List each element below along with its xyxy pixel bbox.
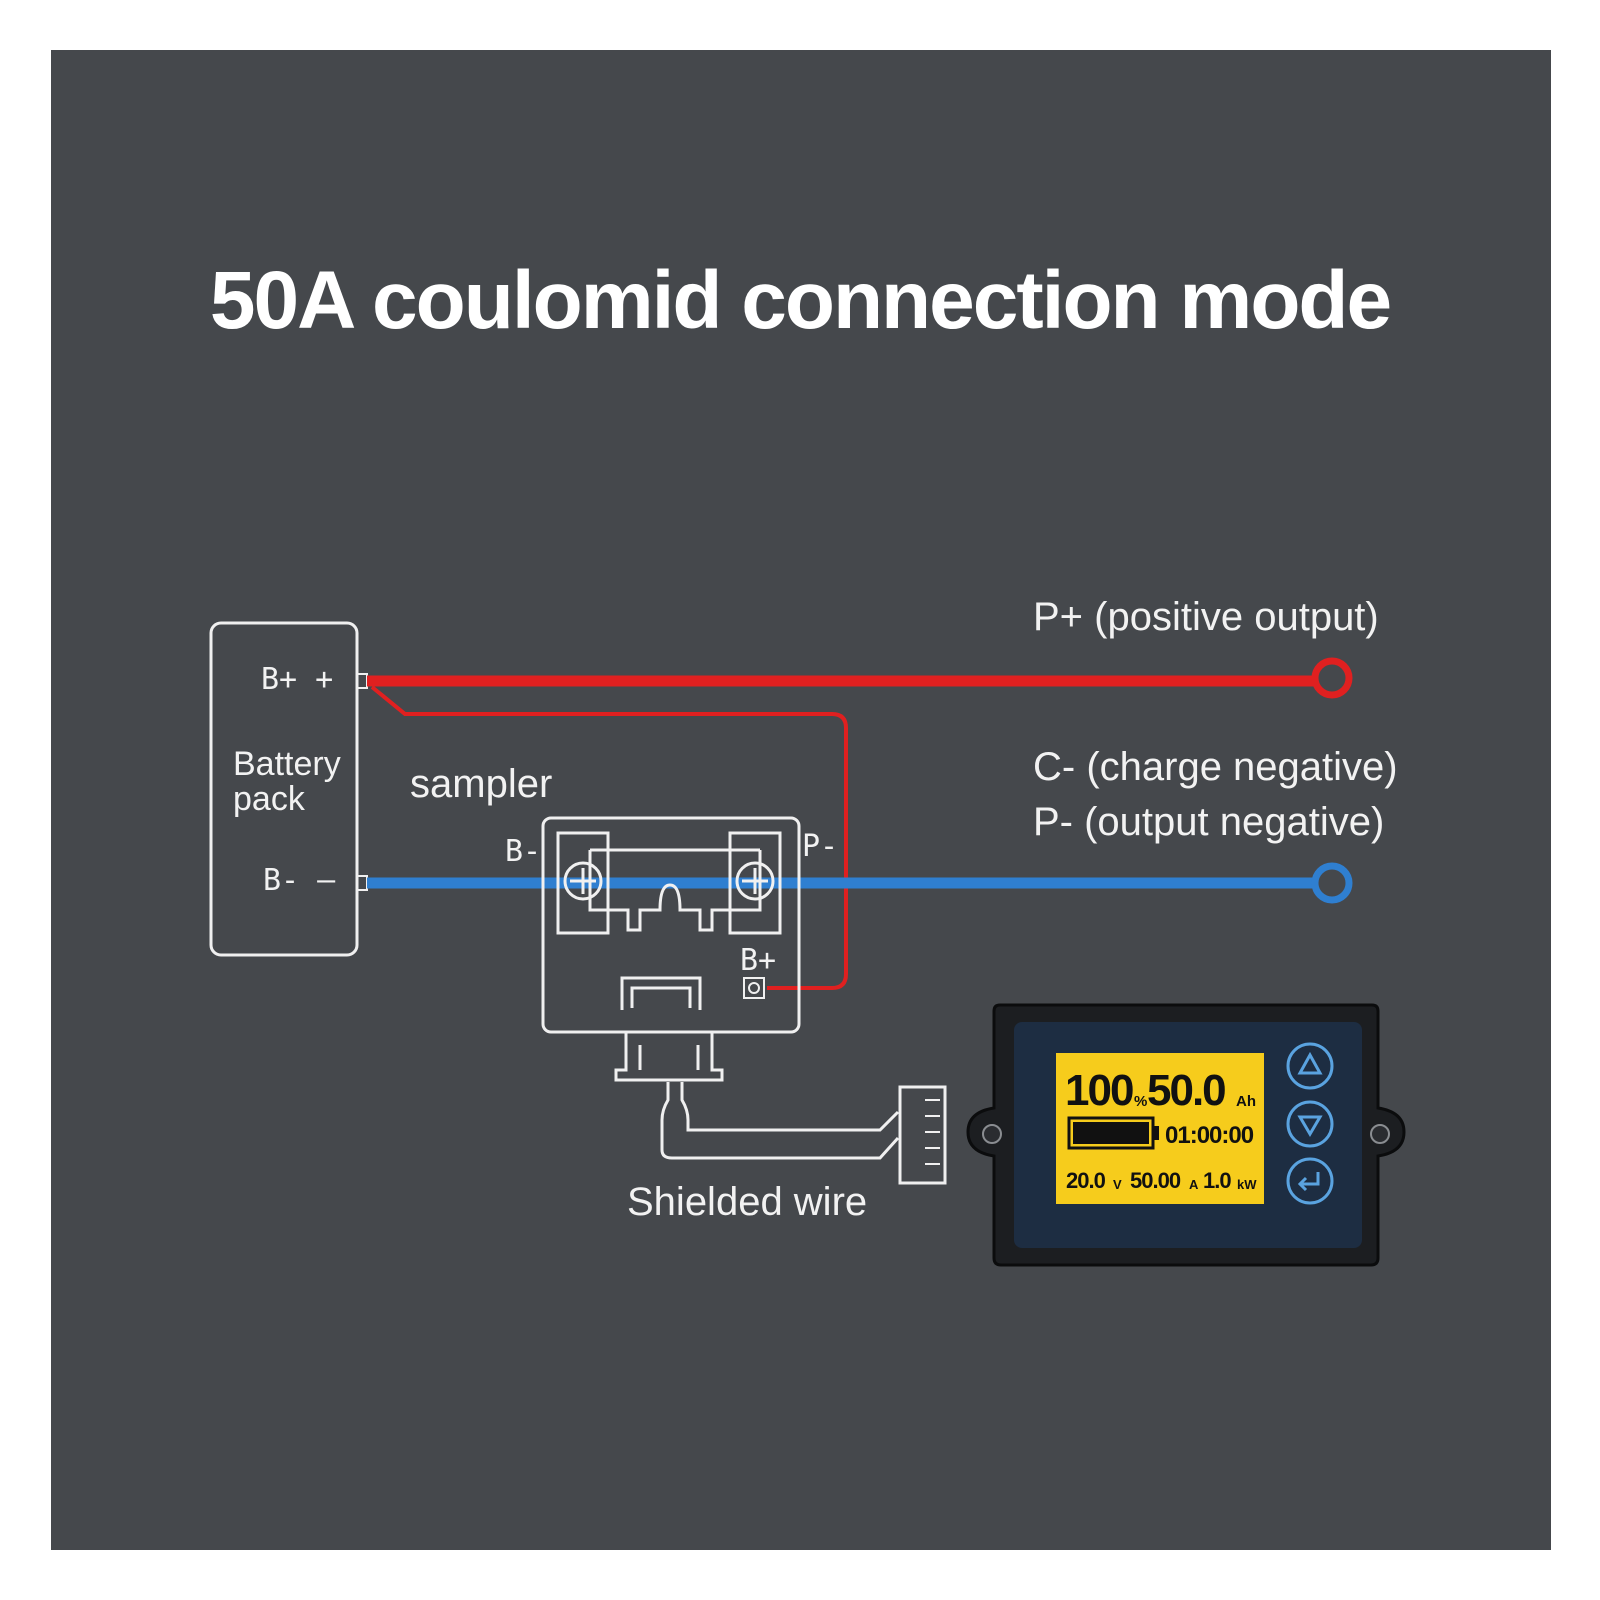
down-button[interactable] [1286, 1100, 1334, 1148]
battery-negative-terminal-label: B- – [263, 863, 336, 898]
shielded-wire-label: Shielded wire [627, 1180, 867, 1224]
current-unit: A [1189, 1177, 1199, 1192]
p-plus-terminal-ring [1311, 657, 1353, 699]
cable-outline-inner [680, 1082, 900, 1132]
p-minus-label: P- (output negative) [1033, 800, 1384, 844]
battery-pack: B+ + Battery pack B- – [209, 621, 368, 957]
positive-wire [367, 657, 1353, 990]
voltage-unit: V [1113, 1177, 1122, 1192]
sampler-b-plus-post [743, 977, 765, 999]
battery-gauge-fill [1073, 1122, 1149, 1144]
screw-left-icon [563, 861, 603, 901]
p-plus-label: P+ (positive output) [1033, 595, 1379, 639]
shunt-clamp-left [556, 831, 610, 935]
up-button-ring[interactable] [1286, 1042, 1334, 1090]
c-minus-label: C- (charge negative) [1033, 745, 1398, 789]
enter-icon [1297, 1172, 1320, 1192]
sampler: sampler B- P- B+ [410, 762, 838, 1082]
sampler-b-plus-wire [370, 685, 848, 990]
down-arrow-icon [1297, 1115, 1323, 1137]
battery-label-line2: pack [233, 780, 306, 818]
battery-label-line1: Battery [233, 745, 341, 783]
shielded-wire: Shielded wire [627, 1082, 947, 1224]
battery-positive-terminal-label: B+ + [261, 662, 333, 697]
battery-pack-box [209, 621, 359, 957]
cable-outline-outer [660, 1082, 900, 1160]
sampler-label: sampler [410, 762, 552, 806]
power-unit: kW [1237, 1177, 1257, 1192]
shunt-bar [588, 848, 762, 932]
shunt-clamp-right [728, 831, 782, 935]
up-button[interactable] [1286, 1042, 1334, 1090]
voltage-value: 20.0 [1066, 1168, 1106, 1193]
sampler-b-plus-label: B+ [740, 943, 776, 978]
mount-hole-right [1370, 1124, 1390, 1144]
enter-button-ring[interactable] [1286, 1157, 1334, 1205]
soc-percent: 100 [1065, 1066, 1133, 1115]
diagram-background [51, 50, 1551, 1550]
coulometer-display: 100 % 50.0 Ah 01:00:00 20.0 V 50.00 A 1.… [966, 1003, 1406, 1267]
screw-right-icon [735, 861, 775, 901]
enter-button[interactable] [1286, 1157, 1334, 1205]
sampler-body [541, 816, 801, 1034]
sampler-plug [614, 1032, 724, 1082]
soc-unit: % [1134, 1093, 1147, 1110]
negative-wire [367, 862, 1353, 904]
sampler-b-minus-label: B- [505, 834, 541, 869]
elapsed-time: 01:00:00 [1165, 1122, 1254, 1149]
up-arrow-icon [1297, 1051, 1323, 1075]
capacity-unit: Ah [1236, 1093, 1256, 1110]
display-connector [898, 1085, 947, 1185]
sampler-port [620, 976, 702, 1010]
current-value: 50.00 [1130, 1168, 1181, 1193]
power-value: 1.0 [1203, 1168, 1231, 1193]
p-minus-terminal-ring [1311, 862, 1353, 904]
down-button-ring[interactable] [1286, 1100, 1334, 1148]
capacity-value: 50.0 [1147, 1066, 1225, 1115]
mount-hole-left [982, 1124, 1002, 1144]
sampler-p-minus-label: P- [802, 829, 838, 864]
page-title: 50A coulomid connection mode [210, 255, 1390, 346]
